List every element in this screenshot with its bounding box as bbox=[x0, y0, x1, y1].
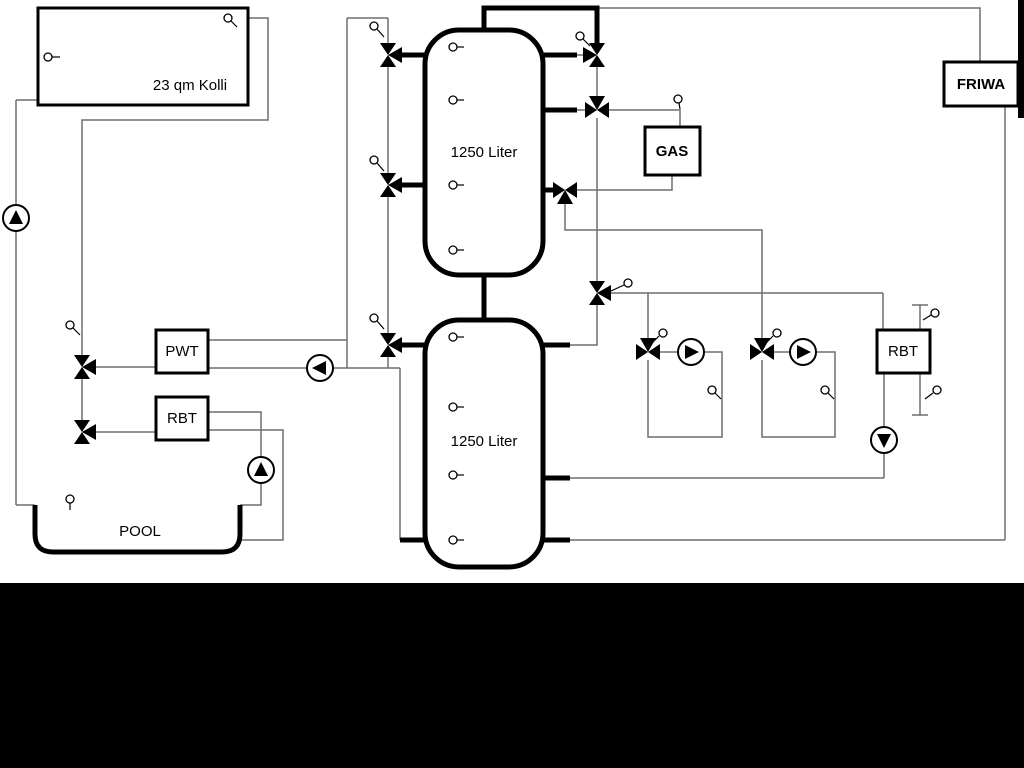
pump-icon bbox=[306, 354, 334, 382]
buffer-tank-top: 1250 Liter bbox=[422, 27, 546, 278]
right-edge-mask bbox=[1018, 0, 1024, 118]
temp-sensor-icon bbox=[65, 494, 75, 510]
temp-sensor-icon bbox=[369, 21, 385, 38]
temp-sensor-icon bbox=[820, 385, 835, 400]
pwt-box: PWT bbox=[154, 328, 210, 375]
temp-sensor-icon bbox=[448, 95, 464, 105]
sensors bbox=[43, 13, 942, 545]
collector-label: 23 qm Kolli bbox=[153, 77, 227, 94]
gas-boiler-box: GAS bbox=[643, 125, 702, 177]
temp-sensor-icon bbox=[651, 328, 668, 344]
friwa-box: FRIWA bbox=[942, 60, 1020, 108]
pool-basin: POOL bbox=[32, 505, 243, 555]
tank-bottom-label: 1250 Liter bbox=[451, 433, 518, 450]
tank-top-label: 1250 Liter bbox=[451, 144, 518, 161]
temp-sensor-icon bbox=[924, 385, 942, 400]
pump-icon bbox=[870, 426, 898, 454]
rbt-left-label: RBT bbox=[167, 410, 197, 427]
buffer-tank-bottom: 1250 Liter bbox=[422, 317, 546, 570]
temp-sensor-icon bbox=[707, 385, 722, 400]
pump-icon bbox=[2, 204, 30, 232]
pipes-thick bbox=[400, 5, 600, 543]
temp-sensor-icon bbox=[448, 470, 464, 480]
pump-icon bbox=[677, 338, 705, 366]
pwt-label: PWT bbox=[165, 343, 198, 360]
temp-sensor-icon bbox=[448, 180, 464, 190]
pipes-thin bbox=[15, 7, 1006, 541]
temp-sensor-icon bbox=[765, 328, 782, 344]
temp-sensor-icon bbox=[448, 332, 464, 342]
temp-sensor-icon bbox=[448, 402, 464, 412]
temp-sensor-icon bbox=[369, 155, 385, 172]
temp-sensor-icon bbox=[65, 320, 81, 336]
temp-sensor-icon bbox=[448, 42, 464, 52]
temp-sensor-icon bbox=[223, 13, 238, 28]
rbt-left-box: RBT bbox=[154, 395, 210, 442]
temp-sensor-icon bbox=[448, 245, 464, 255]
bottom-mask bbox=[0, 583, 1024, 768]
pool-label: POOL bbox=[119, 523, 161, 540]
temp-sensor-icon bbox=[448, 535, 464, 545]
temp-sensor-icon bbox=[369, 313, 385, 330]
temp-sensor-icon bbox=[922, 308, 940, 321]
collector-box: 23 qm Kolli bbox=[36, 6, 250, 107]
rbt-right-box: RBT bbox=[875, 328, 932, 375]
friwa-label: FRIWA bbox=[957, 76, 1005, 93]
pump-icon bbox=[247, 456, 275, 484]
temp-sensor-icon bbox=[610, 278, 633, 292]
temp-sensor-icon bbox=[43, 52, 60, 62]
temp-sensor-icon bbox=[673, 94, 683, 110]
gas-label: GAS bbox=[656, 143, 689, 160]
pump-icon bbox=[789, 338, 817, 366]
temp-sensor-icon bbox=[575, 31, 591, 47]
rbt-right-label: RBT bbox=[888, 343, 918, 360]
